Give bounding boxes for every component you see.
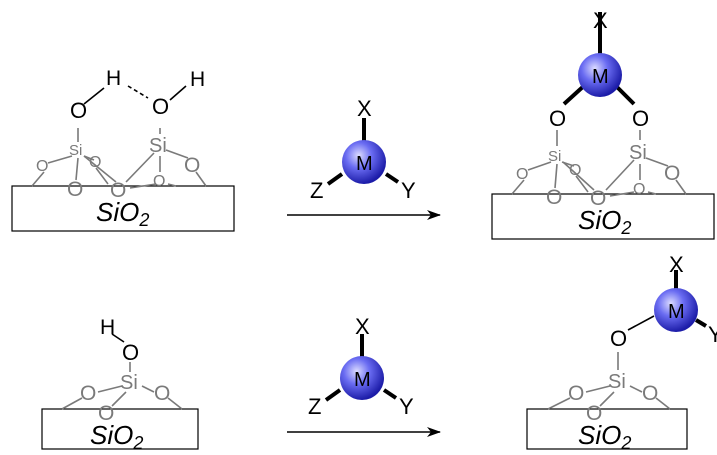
- bottom-metal-reagent: M X Z Y: [308, 314, 414, 419]
- substituent-x: X: [355, 314, 370, 339]
- substituent-y: Y: [708, 322, 717, 347]
- framework-oxygen: O: [36, 158, 48, 175]
- silica-support-label: SiO2: [96, 197, 149, 230]
- metal-label: M: [668, 301, 685, 323]
- framework-oxygen: O: [154, 382, 170, 405]
- framework-oxygen: O: [153, 173, 165, 190]
- framework-oxygen: O: [546, 186, 562, 209]
- silica-support-label: SiO2: [90, 420, 143, 453]
- framework-oxygen: O: [67, 178, 83, 201]
- bottom-product-surface: SiO2 Si O O O M X Y O: [526, 252, 717, 453]
- silicon-atom: Si: [548, 148, 561, 165]
- substituent-x: X: [593, 8, 608, 33]
- silica-support-box: [491, 193, 715, 240]
- metal-sphere: [342, 140, 386, 184]
- silica-support-box: [41, 408, 199, 450]
- framework-oxygen: O: [664, 162, 680, 185]
- framework-oxygen: O: [569, 162, 581, 179]
- framework-oxygen: O: [642, 382, 658, 405]
- silanol-oxygen: O: [70, 98, 87, 123]
- metal-sphere: [654, 288, 698, 332]
- framework-oxygen: O: [516, 166, 528, 183]
- silicon-atom: Si: [629, 142, 647, 164]
- substituent-y: Y: [399, 394, 414, 419]
- framework-oxygen: O: [80, 382, 96, 405]
- substituent-z: Z: [308, 394, 321, 419]
- bridging-oxygen: O: [610, 326, 627, 351]
- top-product-surface: SiO2 Si Si O O O O O O: [491, 8, 715, 240]
- substituent-x: X: [357, 96, 372, 121]
- silica-support-box: [526, 408, 688, 450]
- substituent-y: Y: [401, 178, 416, 203]
- top-metal-reagent: M X Z Y: [310, 96, 416, 203]
- silica-support-box: [11, 185, 235, 232]
- framework-oxygen: O: [590, 187, 606, 210]
- framework-oxygen: O: [586, 402, 602, 425]
- top-reactant-surface: SiO2 Si Si O O O O O O: [11, 67, 235, 232]
- substituent-z: Z: [310, 178, 323, 203]
- silanol-oxygen: O: [122, 340, 139, 365]
- silicon-atom: Si: [608, 371, 626, 393]
- metal-sphere: [340, 356, 384, 400]
- substituent-x: X: [669, 252, 684, 277]
- bottom-reactant-surface: SiO2 Si O O O H O: [41, 316, 199, 453]
- silanol-oxygen: O: [152, 94, 169, 119]
- framework-oxygen: O: [89, 154, 101, 171]
- silicon-atom: Si: [149, 135, 167, 157]
- bridging-oxygen: O: [632, 106, 649, 131]
- silicon-atom: Si: [69, 142, 82, 159]
- framework-oxygen: O: [98, 402, 114, 425]
- framework-oxygen: O: [633, 181, 645, 198]
- metal-label: M: [354, 369, 371, 391]
- metal-label: M: [592, 66, 609, 88]
- silanol-hydrogen: H: [100, 316, 115, 339]
- silanol-hydrogen: H: [106, 67, 121, 90]
- framework-oxygen: O: [110, 179, 126, 202]
- bridging-oxygen: O: [549, 106, 566, 131]
- silicon-atom: Si: [120, 372, 138, 394]
- silanol-hydrogen: H: [190, 68, 205, 91]
- silica-support-label: SiO2: [578, 205, 631, 238]
- framework-oxygen: O: [184, 154, 200, 177]
- silica-support-label: SiO2: [578, 420, 631, 453]
- framework-oxygen: O: [568, 382, 584, 405]
- metal-label: M: [356, 153, 373, 175]
- metal-sphere: [578, 53, 622, 97]
